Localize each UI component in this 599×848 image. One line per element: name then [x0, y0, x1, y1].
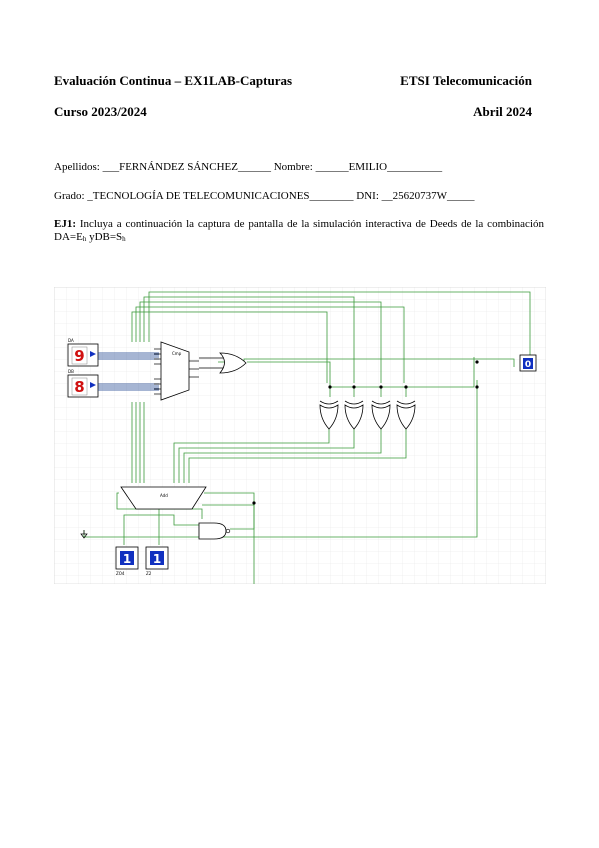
- grado-tail: ________: [309, 190, 354, 202]
- ground-symbol: [80, 530, 88, 539]
- nombre-tail: __________: [387, 161, 443, 173]
- display-da-label: DA: [68, 338, 74, 343]
- xor-gate-1: [319, 400, 339, 430]
- xor-gate-3: [371, 400, 391, 430]
- result-display-left-label: ZO4: [116, 571, 125, 576]
- deeds-circuit-screenshot: 9 DA 8 DB Cmp: [54, 287, 546, 584]
- apellidos-tail: ______: [237, 161, 271, 173]
- display-da: 9 DA: [67, 338, 99, 367]
- exercise-sub-b: h: [122, 235, 126, 243]
- and-gate: [198, 522, 231, 540]
- header-title-right: ETSI Telecomunicación: [400, 73, 532, 88]
- xor-gate-4: [396, 400, 416, 430]
- circuit-grid: [54, 287, 546, 584]
- circuit-wires: [83, 291, 531, 584]
- grado-value: TECNOLOGÍA DE TELECOMUNICACIONES: [92, 190, 310, 202]
- display-db-label: DB: [68, 369, 74, 374]
- exercise-label: EJ1:: [54, 218, 76, 230]
- nombre-label: Nombre: ______: [270, 161, 349, 173]
- xor-gate-2: [344, 400, 364, 430]
- header-title-left: Evaluación Continua – EX1LAB-Capturas: [54, 73, 293, 88]
- output-display-value: 0: [525, 360, 531, 370]
- xor-gates: [319, 400, 416, 430]
- display-db: 8 DB: [67, 369, 99, 398]
- result-display-right-label: Z2: [146, 571, 152, 576]
- or-gate: [199, 352, 247, 374]
- exercise-statement: EJ1: Incluya a continuación la captura d…: [54, 218, 544, 246]
- nombre-value: EMILIO: [348, 161, 388, 173]
- header-course: Curso 2023/2024: [54, 104, 147, 119]
- apellidos-label: Apellidos: ___: [54, 161, 120, 173]
- dni-tail: _____: [447, 190, 475, 202]
- display-da-value: 9: [74, 347, 84, 365]
- display-db-value: 8: [74, 378, 84, 396]
- exercise-sub-a: h: [82, 235, 87, 243]
- result-display-right: 1 Z2: [145, 546, 169, 576]
- result-display-left-value: 1: [123, 552, 131, 566]
- grado-dni-line: Grado: _TECNOLOGÍA DE TELECOMUNICACIONES…: [54, 190, 475, 202]
- apellidos-value: FERNÁNDEZ SÁNCHEZ: [119, 161, 238, 173]
- apellidos-nombre-line: Apellidos: ___FERNÁNDEZ SÁNCHEZ______ No…: [54, 161, 442, 173]
- exercise-text-2: yDB=S: [86, 231, 123, 243]
- grado-label: Grado: _: [54, 190, 93, 202]
- adder-label: Add: [160, 493, 168, 498]
- exercise-text-1: Incluya a continuación la captura de pan…: [54, 218, 544, 243]
- dni-label: DNI: __: [353, 190, 393, 202]
- header-date: Abril 2024: [473, 104, 532, 119]
- result-display-left: 1 ZO4: [115, 546, 139, 576]
- result-display-right-value: 1: [153, 552, 161, 566]
- comparator-block: Cmp: [154, 341, 199, 401]
- comparator-label: Cmp: [172, 351, 182, 356]
- output-display: 0: [519, 354, 537, 372]
- adder-block: Add: [120, 486, 207, 510]
- dni-value: 25620737W: [392, 190, 448, 202]
